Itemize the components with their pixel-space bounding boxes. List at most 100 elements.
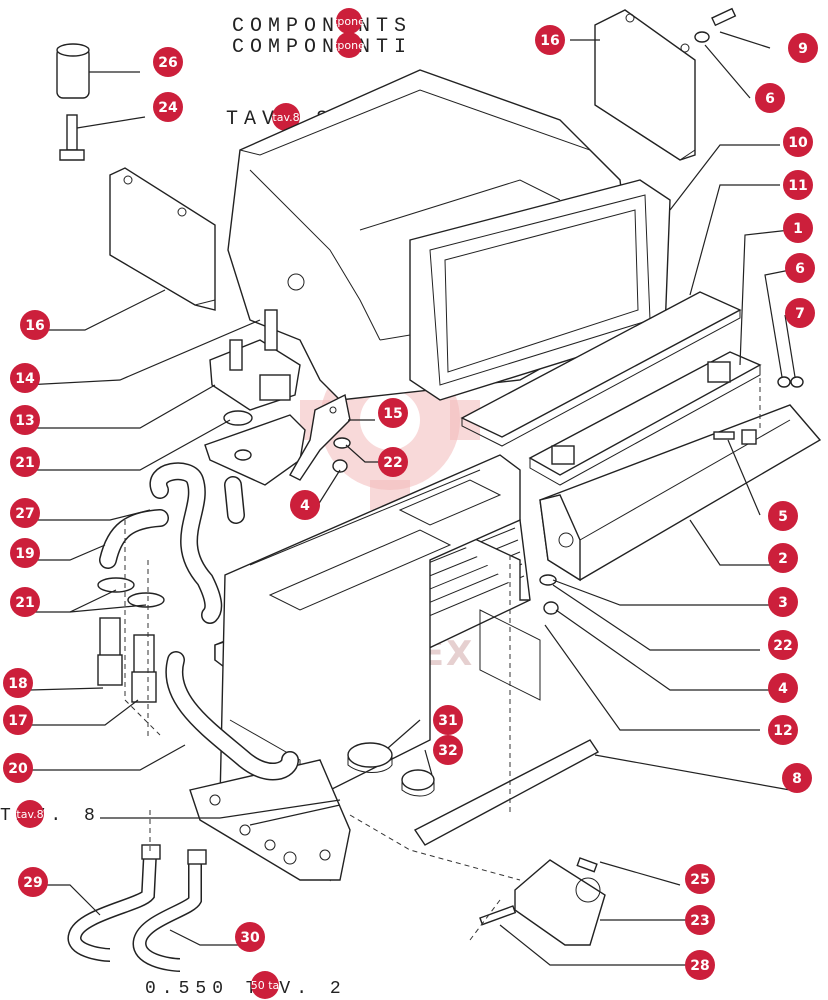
callout-badge-11[interactable]: 11 xyxy=(783,170,813,200)
callout-badge-17[interactable]: 17 xyxy=(3,705,33,735)
footer-bottom-badge[interactable]: 50 ta xyxy=(251,971,280,999)
callout-label: 32 xyxy=(438,743,457,759)
callout-badge-8[interactable]: 8 xyxy=(782,763,812,793)
callout-badge-14[interactable]: 14 xyxy=(10,363,40,393)
callout-badge-19[interactable]: 19 xyxy=(10,538,40,568)
callout-badge-23[interactable]: 23 xyxy=(685,905,715,935)
callout-badge-30[interactable]: 30 xyxy=(235,922,265,952)
callout-label: 15 xyxy=(383,406,402,422)
bracket-right xyxy=(594,9,696,161)
svg-text:tpone: tpone xyxy=(333,39,365,52)
callout-badge-15[interactable]: 15 xyxy=(378,398,408,428)
callout-label: 13 xyxy=(15,413,34,429)
callout-label: 21 xyxy=(15,595,34,611)
callout-badge-12[interactable]: 12 xyxy=(768,715,798,745)
svg-text:tav.8: tav.8 xyxy=(272,111,299,124)
callout-label: 21 xyxy=(15,455,34,471)
hoses xyxy=(99,462,299,781)
callout-label: 23 xyxy=(690,913,709,929)
callout-label: 3 xyxy=(778,595,788,611)
callout-label: 5 xyxy=(778,509,788,525)
callout-label: 6 xyxy=(765,91,775,107)
mount-block xyxy=(479,857,606,946)
leader-lines xyxy=(24,31,796,966)
callout-badge-20[interactable]: 20 xyxy=(3,753,33,783)
callout-badge-28[interactable]: 28 xyxy=(685,950,715,980)
callout-badge-27[interactable]: 27 xyxy=(10,498,40,528)
callout-badge-24[interactable]: 24 xyxy=(153,92,183,122)
title-badge[interactable]: tpone tpone xyxy=(333,8,365,58)
mount-plate xyxy=(204,410,306,486)
callout-label: 12 xyxy=(773,723,792,739)
duct-channel xyxy=(539,404,822,582)
callout-badge-10[interactable]: 10 xyxy=(783,127,813,157)
callout-badge-13[interactable]: 13 xyxy=(10,405,40,435)
svg-text:50 ta: 50 ta xyxy=(251,979,280,992)
callout-badge-22[interactable]: 22 xyxy=(768,630,798,660)
callout-label: 26 xyxy=(158,55,177,71)
footer-left-badge[interactable]: tav.8 xyxy=(16,800,44,828)
bolt-24 xyxy=(59,114,85,161)
callout-label: 24 xyxy=(158,100,178,116)
valve-assembly xyxy=(209,309,301,411)
callout-label: 31 xyxy=(438,713,457,729)
callout-badge-21[interactable]: 21 xyxy=(10,447,40,477)
callout-label: 2 xyxy=(778,551,788,567)
callout-label: 30 xyxy=(240,930,260,946)
callout-badge-5[interactable]: 5 xyxy=(768,501,798,531)
cover-plate xyxy=(528,351,762,486)
callout-label: 16 xyxy=(25,318,44,334)
callout-label: 22 xyxy=(383,455,402,471)
callout-label: 22 xyxy=(773,638,792,654)
callout-label: 1 xyxy=(793,221,803,237)
callout-label: 14 xyxy=(15,371,35,387)
callout-badge-1[interactable]: 1 xyxy=(783,213,813,243)
callout-label: 8 xyxy=(792,771,802,787)
callout-badge-21[interactable]: 21 xyxy=(10,587,40,617)
foam-bar xyxy=(413,739,600,846)
pipes xyxy=(67,844,207,972)
callout-label: 28 xyxy=(690,958,709,974)
callout-badge-2[interactable]: 2 xyxy=(768,543,798,573)
fittings xyxy=(97,577,165,703)
footer-table-reference: TAV. 8 xyxy=(0,806,101,826)
callout-label: 19 xyxy=(15,546,34,562)
footer-bottom-reference: 0.550 TAV. 2 xyxy=(145,979,347,999)
callout-badge-16[interactable]: 16 xyxy=(535,25,565,55)
callout-badge-22[interactable]: 22 xyxy=(378,447,408,477)
plugs xyxy=(347,742,435,797)
callout-badge-18[interactable]: 18 xyxy=(3,668,33,698)
callout-badge-9[interactable]: 9 xyxy=(788,33,818,63)
callout-badge-29[interactable]: 29 xyxy=(18,867,48,897)
callout-badge-4[interactable]: 4 xyxy=(290,490,320,520)
callout-badge-4[interactable]: 4 xyxy=(768,673,798,703)
filter-pad xyxy=(460,291,742,447)
svg-text:tav.8: tav.8 xyxy=(16,808,43,821)
callout-badge-3[interactable]: 3 xyxy=(768,587,798,617)
bracket-15 xyxy=(289,393,351,481)
callout-badge-7[interactable]: 7 xyxy=(785,298,815,328)
title-componenti: COMPONENTI xyxy=(232,36,412,59)
callout-label: 7 xyxy=(795,306,805,322)
title-components: COMPONENTS xyxy=(232,15,412,38)
callout-badge-31[interactable]: 31 xyxy=(433,705,463,735)
table-badge[interactable]: tav.8 xyxy=(272,103,300,131)
callout-label: 9 xyxy=(798,41,808,57)
callout-label: 18 xyxy=(8,676,27,692)
callout-label: 20 xyxy=(8,761,28,777)
callout-badge-16[interactable]: 16 xyxy=(20,310,50,340)
callout-label: 17 xyxy=(8,713,27,729)
nut-26 xyxy=(56,43,90,99)
callout-badges[interactable]: 2624161614132127192118172029303132152249… xyxy=(3,25,818,980)
callout-label: 4 xyxy=(300,498,310,514)
callout-badge-32[interactable]: 32 xyxy=(433,735,463,765)
callout-label: 11 xyxy=(788,178,807,194)
callout-badge-6[interactable]: 6 xyxy=(755,83,785,113)
callout-label: 29 xyxy=(23,875,42,891)
callout-badge-26[interactable]: 26 xyxy=(153,47,183,77)
svg-text:tpone: tpone xyxy=(333,15,365,28)
callout-badge-6[interactable]: 6 xyxy=(785,253,815,283)
washers-nuts xyxy=(332,7,804,615)
callout-badge-25[interactable]: 25 xyxy=(685,864,715,894)
